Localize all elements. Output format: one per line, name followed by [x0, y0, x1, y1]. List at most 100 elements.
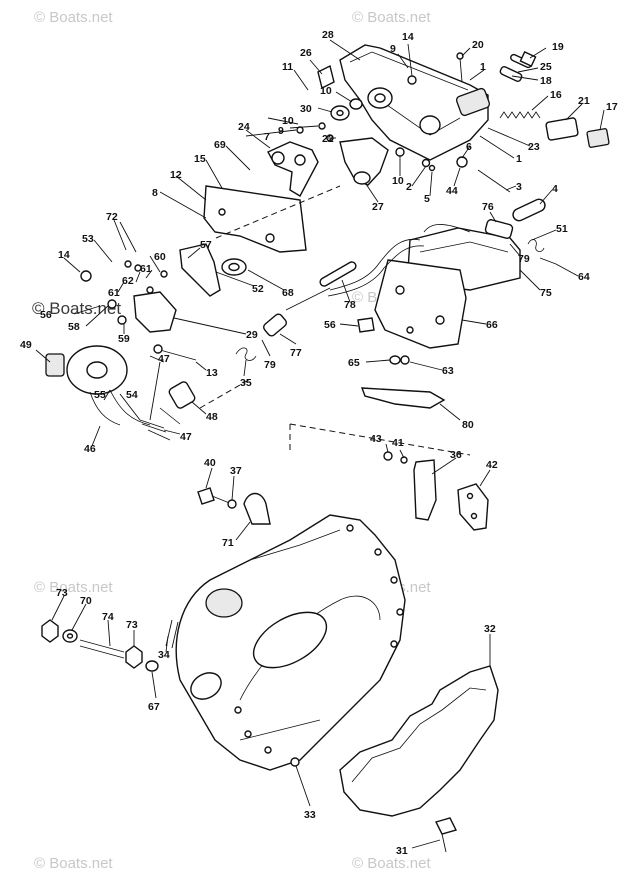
- callout-54: 54: [126, 389, 138, 401]
- callout-37: 37: [230, 465, 242, 477]
- callout-72: 72: [106, 211, 118, 223]
- callout-3: 3: [516, 181, 522, 193]
- callout-47: 47: [158, 353, 170, 365]
- callout-10: 10: [320, 85, 332, 97]
- callout-48: 48: [206, 411, 218, 423]
- callout-14: 14: [402, 31, 414, 43]
- callout-10: 10: [392, 175, 404, 187]
- callout-49: 49: [20, 339, 32, 351]
- watermark: © Boats.net: [352, 855, 431, 872]
- callout-69: 69: [214, 139, 226, 151]
- callout-70: 70: [80, 595, 92, 607]
- control-housing: [203, 44, 610, 276]
- callout-8: 8: [152, 187, 158, 199]
- callout-16: 16: [550, 89, 562, 101]
- callout-61: 61: [108, 287, 120, 299]
- callout-51: 51: [556, 223, 568, 235]
- callout-22: 22: [322, 133, 334, 145]
- callout-61: 61: [140, 263, 152, 275]
- watermark: © Boats.net: [34, 855, 113, 872]
- callout-30: 30: [300, 103, 312, 115]
- callout-56: 56: [40, 309, 52, 321]
- callout-62: 62: [122, 275, 134, 287]
- lower-housing: [175, 514, 406, 771]
- callout-26: 26: [300, 47, 312, 59]
- watermark: © Boats.net: [34, 579, 113, 596]
- left-parts: [45, 243, 257, 441]
- watermark-group: © Boats.net © Boats.net © Boats.net © Bo…: [32, 9, 431, 872]
- callout-1: 1: [480, 61, 486, 73]
- callout-33: 33: [304, 809, 316, 821]
- callout-55: 55: [94, 389, 106, 401]
- callout-36: 36: [450, 449, 462, 461]
- leader-dashes: [199, 185, 471, 456]
- callout-79: 79: [518, 253, 530, 265]
- callout-18: 18: [540, 75, 552, 87]
- callout-20: 20: [472, 39, 484, 51]
- callout-15: 15: [194, 153, 206, 165]
- callout-63: 63: [442, 365, 454, 377]
- callout-57: 57: [200, 239, 212, 251]
- callout-9: 9: [390, 43, 396, 55]
- callout-68: 68: [282, 287, 294, 299]
- callout-58: 58: [68, 321, 80, 333]
- callout-60: 60: [154, 251, 166, 263]
- callout-17: 17: [606, 101, 618, 113]
- callout-56: 56: [324, 319, 336, 331]
- watermark-dark: © Boats.net: [32, 299, 121, 318]
- callout-25: 25: [540, 61, 552, 73]
- callout-2: 2: [406, 181, 412, 193]
- callout-73: 73: [56, 587, 68, 599]
- callout-23: 23: [528, 141, 540, 153]
- callout-10: 10: [282, 115, 294, 127]
- gasket: [339, 665, 499, 817]
- callout-21: 21: [578, 95, 590, 107]
- callout-80: 80: [462, 419, 474, 431]
- callout-44: 44: [446, 185, 458, 197]
- callout-6: 6: [466, 141, 472, 153]
- callout-24: 24: [238, 121, 250, 133]
- callout-67: 67: [148, 701, 160, 713]
- callout-76: 76: [482, 201, 494, 213]
- callout-34: 34: [158, 649, 170, 661]
- callout-78: 78: [344, 299, 356, 311]
- lower-small-parts: [197, 451, 489, 531]
- callout-65: 65: [348, 357, 360, 369]
- callout-71: 71: [222, 537, 234, 549]
- callout-32: 32: [484, 623, 496, 635]
- watermark: © Boats.net: [34, 9, 113, 26]
- callout-52: 52: [252, 283, 264, 295]
- callout-74: 74: [102, 611, 114, 623]
- callout-13: 13: [206, 367, 218, 379]
- callout-9: 9: [278, 125, 284, 137]
- callout-43: 43: [370, 433, 382, 445]
- watermark: © Boats.net: [352, 9, 431, 26]
- callout-53: 53: [82, 233, 94, 245]
- switch-box: [263, 219, 557, 409]
- leader-lines: [35, 39, 605, 849]
- callout-5: 5: [424, 193, 430, 205]
- callout-46: 46: [84, 443, 96, 455]
- callout-31: 31: [396, 845, 408, 857]
- callout-28: 28: [322, 29, 334, 41]
- callout-42: 42: [486, 459, 498, 471]
- callout-11: 11: [282, 61, 293, 73]
- callout-59: 59: [118, 333, 130, 345]
- callout-47: 47: [180, 431, 192, 443]
- callout-41: 41: [392, 437, 404, 449]
- callout-73: 73: [126, 619, 138, 631]
- callout-40: 40: [204, 457, 216, 469]
- callout-12: 12: [170, 169, 182, 181]
- callout-77: 77: [290, 347, 302, 359]
- callout-29: 29: [246, 329, 258, 341]
- callout-7: 7: [264, 131, 270, 143]
- callout-27: 27: [372, 201, 384, 213]
- callout-4: 4: [552, 183, 558, 195]
- callout-14: 14: [58, 249, 70, 261]
- callout-66: 66: [486, 319, 498, 331]
- callout-79: 79: [264, 359, 276, 371]
- callout-labels: 28 14 9 20 19 26 11 25 18 1 10 16 21 17 …: [20, 29, 618, 857]
- callout-19: 19: [552, 41, 564, 53]
- callout-64: 64: [578, 271, 590, 283]
